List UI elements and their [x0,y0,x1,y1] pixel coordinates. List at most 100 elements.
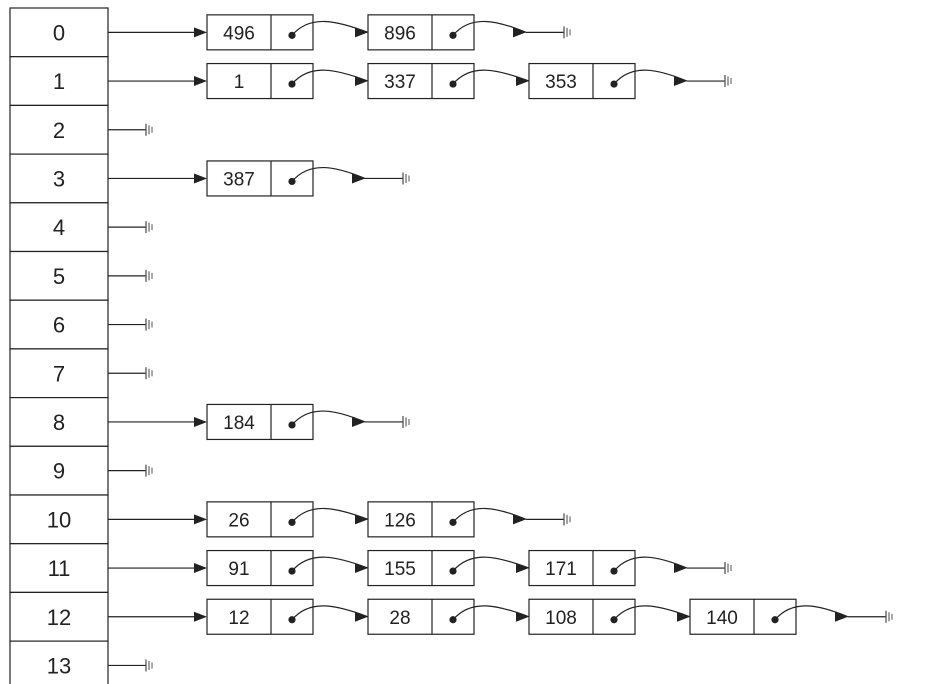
bucket-index: 3 [53,166,65,191]
bucket-index: 6 [53,313,65,338]
list-node: 12 [206,598,314,635]
chain-links: 496 896 1 337 353 387 184 26 126 91 155 171 12 28 108 1… [108,14,893,672]
arrowhead-icon [674,76,687,87]
arrowhead-icon [194,563,207,574]
node-value: 28 [389,608,410,629]
arrowhead-icon [194,611,207,622]
list-node: 140 [689,598,797,635]
node-value: 171 [545,559,577,580]
node-value: 496 [223,23,255,44]
arrowhead-icon [194,416,207,427]
list-node: 126 [367,501,475,538]
list-node: 353 [528,62,636,100]
arrowhead-icon [194,173,207,184]
node-value: 91 [228,559,249,580]
list-node: 1 [206,62,314,100]
null-terminator-icon [145,367,153,380]
arrowhead-icon [516,563,529,574]
arrowhead-icon [355,27,368,38]
node-value: 12 [228,608,249,629]
bucket-index: 7 [53,361,65,386]
bucket-index: 0 [53,20,65,45]
bucket-index: 13 [47,653,71,678]
arrowhead-icon [516,76,529,87]
next-pointer-curve [291,410,366,426]
arrowhead-icon [835,611,848,622]
list-node: 108 [528,598,636,635]
arrowhead-icon [674,563,687,574]
bucket-cell: 2 [9,104,109,155]
node-value: 184 [223,413,255,434]
arrowhead-icon [352,173,365,184]
null-terminator-icon [145,269,153,282]
node-value: 1 [234,72,245,93]
list-node: 26 [206,501,314,538]
next-pointer-curve [613,69,688,85]
next-pointer-curve [452,507,527,523]
list-node: 496 [206,14,314,51]
null-terminator-icon [724,75,732,88]
null-terminator-icon [145,123,153,136]
node-value: 896 [384,23,416,44]
bucket-cell: 6 [9,299,109,350]
null-terminator-icon [402,172,410,185]
bucket-cell: 13 [9,640,109,684]
next-pointer-curve [452,20,527,36]
bucket-index: 11 [48,556,71,581]
next-pointer-curve [613,556,688,572]
arrowhead-icon [355,611,368,622]
arrowhead-icon [355,76,368,87]
bucket-cell: 10 [9,494,109,545]
arrowhead-icon [194,27,207,38]
bucket-index: 4 [53,215,65,240]
null-terminator-icon [145,221,153,234]
null-terminator-icon [145,318,153,331]
null-terminator-icon [563,26,571,39]
arrowhead-icon [677,611,690,622]
bucket-cell: 3 [9,153,109,204]
list-node: 337 [367,62,475,100]
arrowhead-icon [194,514,207,525]
bucket-cell: 7 [9,348,109,399]
bucket-index: 1 [53,69,65,94]
bucket-cell: 5 [9,250,109,301]
node-value: 108 [545,608,577,629]
arrowhead-icon [355,563,368,574]
list-node: 387 [206,160,314,197]
arrowhead-icon [194,76,207,87]
bucket-cell: 1 [9,56,109,107]
bucket-index: 9 [53,459,65,484]
null-terminator-icon [724,562,732,575]
arrowhead-icon [355,514,368,525]
list-node: 155 [367,549,475,587]
null-terminator-icon [145,464,153,477]
node-value: 126 [384,510,416,531]
bucket-cell: 9 [9,445,109,496]
bucket-cell: 8 [9,397,109,447]
arrowhead-icon [513,514,526,525]
null-terminator-icon [563,513,571,526]
node-value: 26 [228,510,249,531]
node-value: 155 [384,559,416,580]
null-terminator-icon [402,415,410,428]
null-terminator-icon [145,659,153,672]
bucket-index: 2 [53,118,65,143]
bucket-index: 8 [53,410,65,435]
next-pointer-curve [291,166,366,182]
node-value: 337 [384,72,416,93]
bucket-index: 5 [53,264,65,289]
null-terminator-icon [885,610,893,623]
bucket-index: 10 [47,507,71,532]
bucket-cell: 0 [9,7,109,58]
node-value: 140 [706,608,738,629]
list-node: 91 [206,549,314,587]
list-node: 896 [367,14,475,51]
bucket-index: 12 [47,605,71,630]
bucket-cell: 11 [9,543,109,594]
arrowhead-icon [513,27,526,38]
bucket-cell: 4 [9,202,109,253]
bucket-cell: 12 [9,591,109,642]
arrowhead-icon [352,416,365,427]
